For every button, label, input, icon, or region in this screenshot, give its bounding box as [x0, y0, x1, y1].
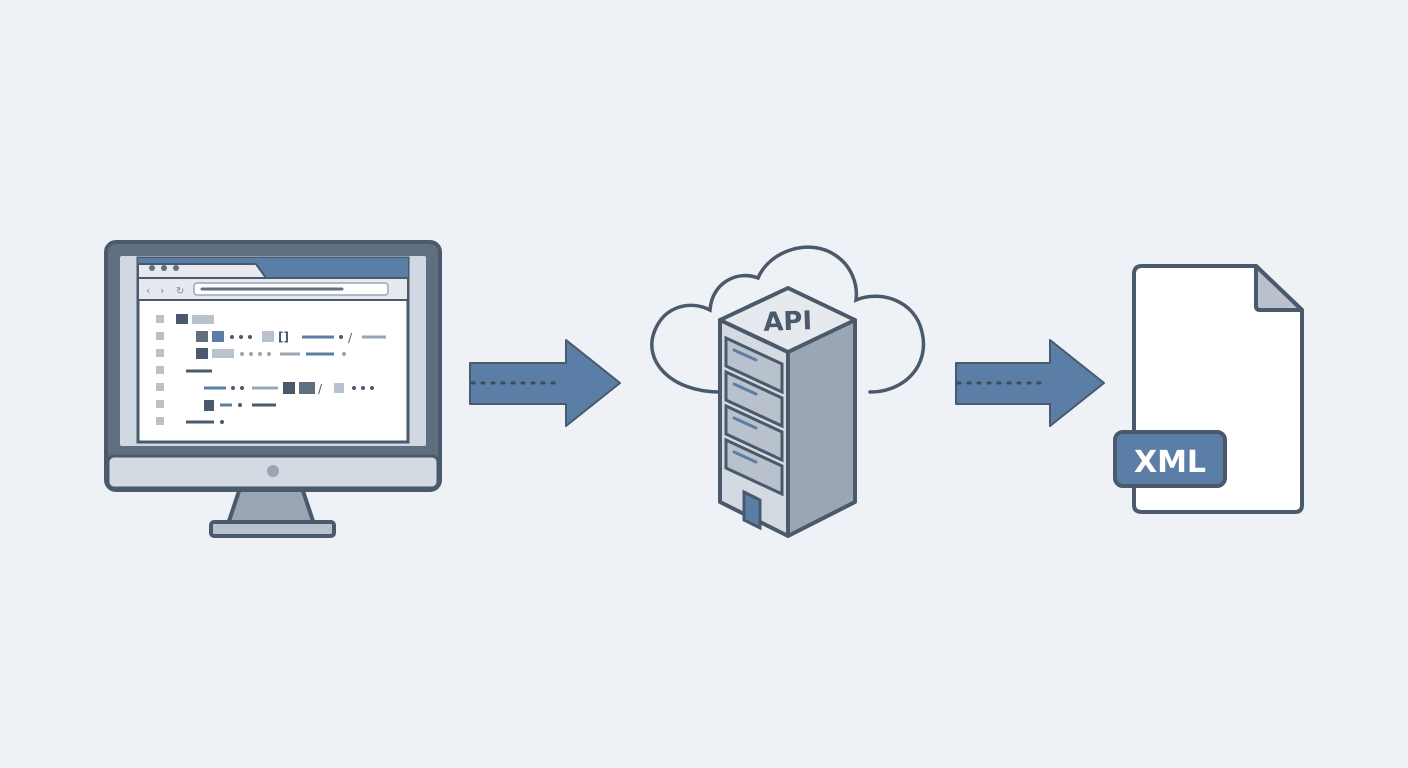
svg-text:[]: [] — [278, 330, 289, 344]
svg-text:/: / — [348, 331, 353, 345]
monitor-base — [209, 520, 336, 538]
document-fold — [1254, 264, 1304, 312]
server-tower — [718, 286, 857, 538]
server-top — [718, 286, 857, 354]
monitor-icon: ‹ › ↻ — [104, 240, 442, 538]
browser-window: ‹ › ↻ — [136, 256, 410, 444]
flow-arrow-1 — [469, 339, 621, 427]
xml-label: XML — [1134, 445, 1206, 480]
cloud-icon — [650, 245, 926, 394]
server-door — [742, 489, 762, 531]
forward-icon: › — [160, 284, 164, 297]
browser-dot — [149, 265, 155, 271]
browser-dot — [173, 265, 179, 271]
xml-badge — [1113, 430, 1227, 488]
browser-tab — [137, 263, 268, 279]
back-icon: ‹ — [146, 284, 150, 297]
server-label: API — [763, 306, 813, 338]
xml-document-icon: XML — [1113, 264, 1304, 514]
svg-text:/: / — [318, 382, 323, 396]
browser-dot — [161, 265, 167, 271]
monitor-stand — [226, 486, 316, 526]
code-lines: [] / — [156, 314, 386, 425]
cloud-server-icon: API — [650, 245, 926, 538]
reload-icon: ↻ — [176, 286, 184, 297]
monitor-power-button — [267, 465, 279, 477]
flow-arrow-2 — [955, 339, 1105, 427]
